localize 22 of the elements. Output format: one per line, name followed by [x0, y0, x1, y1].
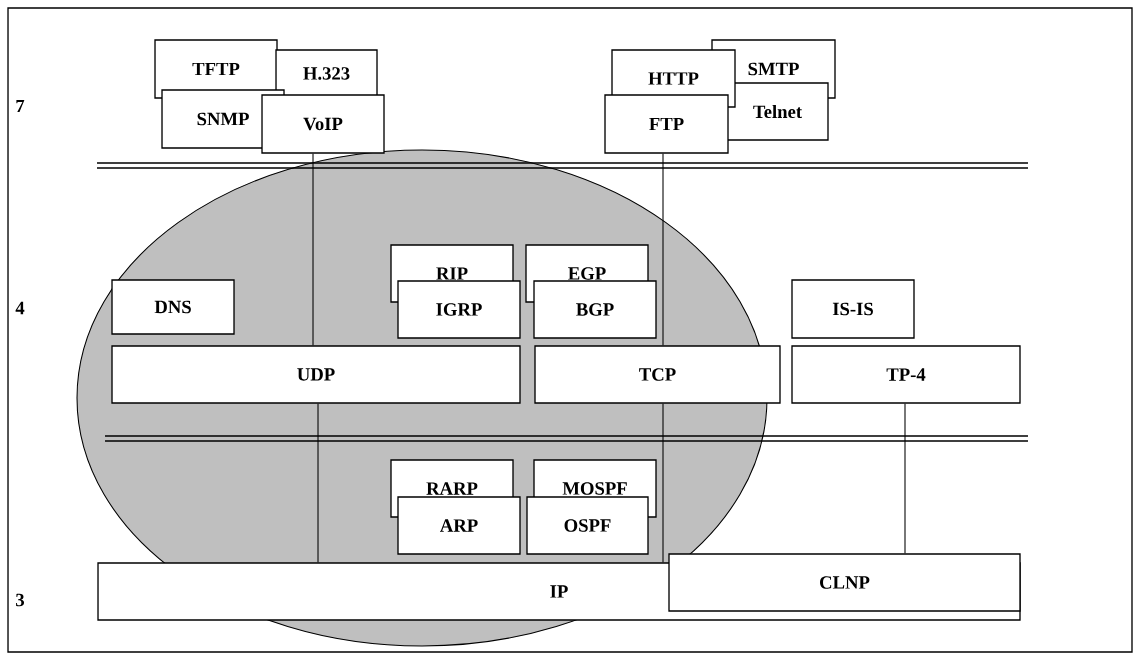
- protocol-box: CLNP: [668, 553, 1021, 612]
- protocol-box: VoIP: [261, 94, 385, 154]
- protocol-box: UDP: [111, 345, 521, 404]
- connector-line: [317, 403, 319, 563]
- protocol-box: Telnet: [726, 82, 829, 141]
- protocol-box: BGP: [533, 280, 657, 339]
- protocol-box: ARP: [397, 496, 521, 555]
- protocol-box: FTP: [604, 94, 729, 154]
- protocol-box: IS-IS: [791, 279, 915, 339]
- layer-number: 3: [16, 593, 25, 607]
- connector-line: [904, 403, 906, 554]
- connector-line: [312, 153, 314, 346]
- protocol-box: OSPF: [526, 496, 649, 555]
- connector-line: [662, 403, 664, 563]
- protocol-box: H.323: [275, 49, 378, 98]
- protocol-box: TCP: [534, 345, 781, 404]
- protocol-box: TP-4: [791, 345, 1021, 404]
- layer-number: 7: [16, 99, 25, 113]
- protocol-box: IGRP: [397, 280, 521, 339]
- layer-number: 4: [15, 301, 25, 315]
- protocol-box: DNS: [111, 279, 235, 335]
- connector-line: [662, 153, 664, 346]
